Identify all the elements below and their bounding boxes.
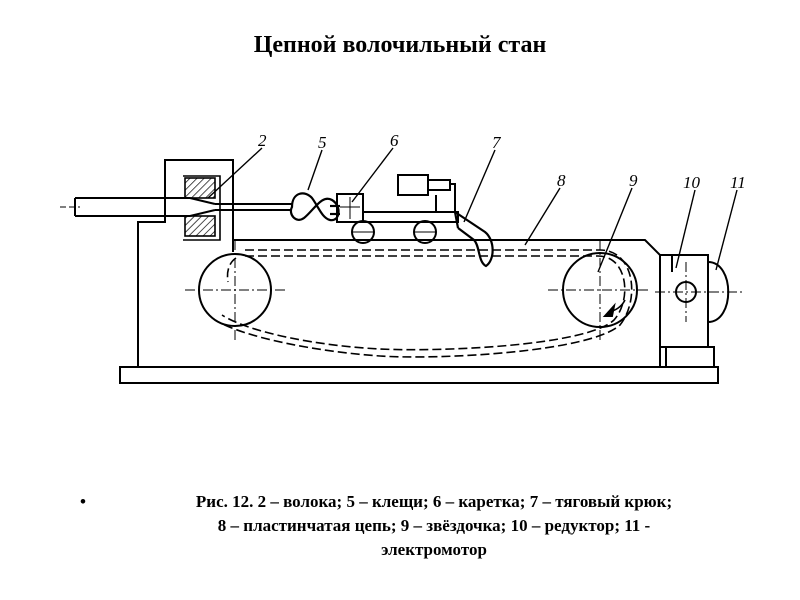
caption-bullet: •: [80, 492, 86, 511]
caption-line-2: 8 – пластинчатая цепь; 9 – звёздочка; 10…: [217, 516, 651, 535]
leader-lines: [207, 147, 738, 273]
callout-10: 10: [683, 173, 701, 192]
plate-chain: [214, 249, 633, 358]
page-title: Цепной волочильный стан: [253, 32, 547, 58]
carriage: [336, 193, 459, 244]
frame-body: [137, 159, 661, 367]
callout-11: 11: [730, 173, 746, 192]
pincers: [289, 192, 340, 222]
die-holder: [183, 175, 221, 241]
callout-6: 6: [390, 131, 399, 150]
left-sprocket-axes: [185, 240, 285, 340]
callout-7: 7: [492, 133, 502, 152]
carriage-cylinder: [397, 174, 456, 212]
caption-line-3: электромотор: [381, 540, 487, 559]
drawn-rod: [74, 197, 292, 217]
callout-5: 5: [318, 133, 327, 152]
caption-line-1: Рис. 12. 2 – волока; 5 – клещи; 6 – каре…: [195, 492, 673, 511]
callout-2: 2: [258, 131, 267, 150]
gearbox-axis: [655, 262, 745, 322]
callout-9: 9: [629, 171, 638, 190]
traction-hook: [453, 211, 494, 268]
gearbox: [659, 254, 715, 368]
callout-8: 8: [557, 171, 566, 190]
drive-sprocket-axes: [548, 240, 650, 340]
base-plate: [119, 366, 719, 384]
figure-caption: • Рис. 12. 2 – волока; 5 – клещи; 6 – ка…: [80, 490, 760, 562]
